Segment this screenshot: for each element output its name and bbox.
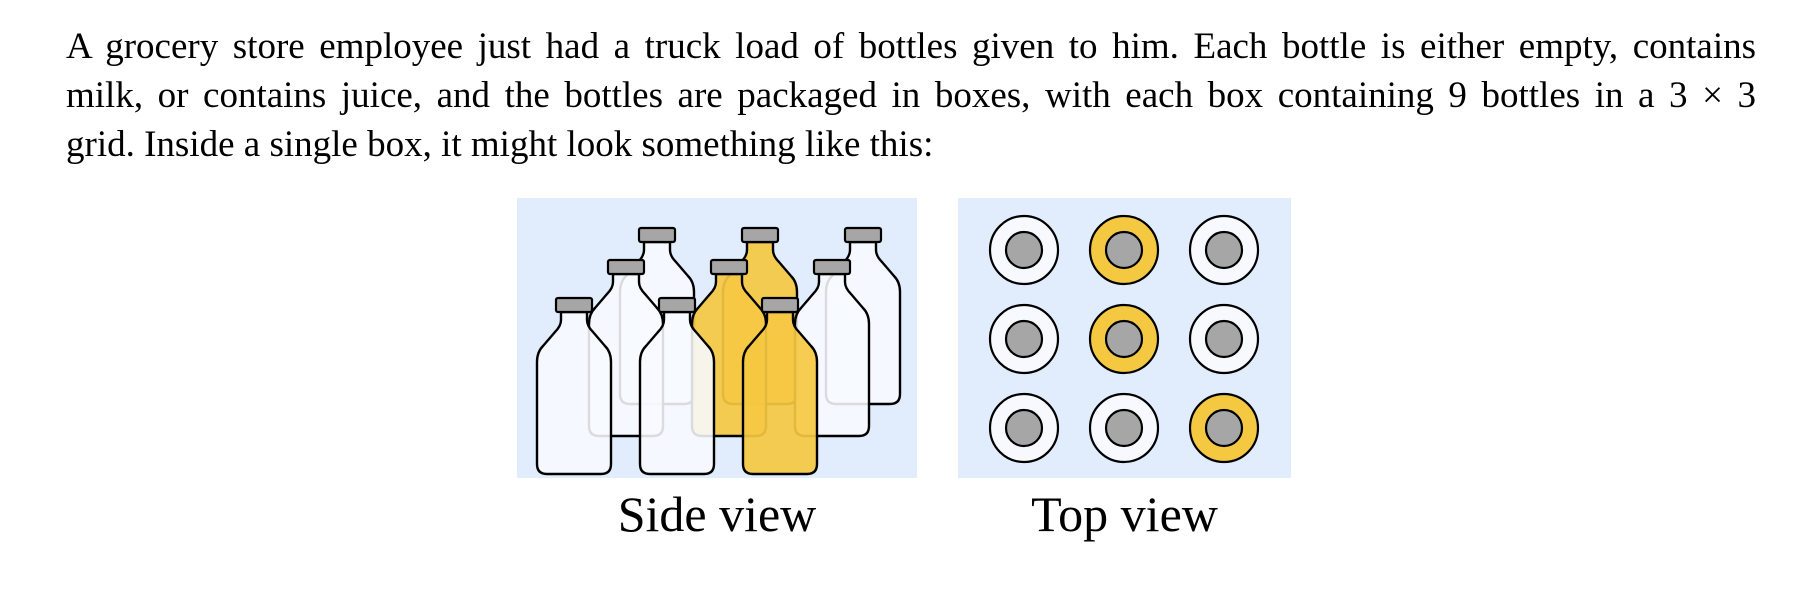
top-view-figure <box>958 198 1291 478</box>
side-view-figure <box>517 198 917 478</box>
top-view-drawing <box>988 214 1260 464</box>
top-view-caption: Top view <box>1031 486 1218 542</box>
bottle-top-icon <box>1188 214 1260 286</box>
bottle-top-icon <box>988 303 1060 375</box>
problem-text-line-1: A grocery store employee just had a truc… <box>66 26 1756 67</box>
bottle-icon <box>638 296 716 476</box>
problem-text-line-2: milk, or contains juice, and the bottles… <box>66 75 1756 116</box>
bottle-top-icon <box>1188 392 1260 464</box>
bottle-top-icon <box>988 392 1060 464</box>
bottle-icon <box>741 296 819 476</box>
side-view-drawing <box>535 226 902 476</box>
bottle-top-icon <box>1188 303 1260 375</box>
problem-text-line-3: grid. Inside a single box, it might look… <box>66 124 934 165</box>
bottle-top-icon <box>1088 303 1160 375</box>
problem-text: A grocery store employee just had a truc… <box>66 22 1756 169</box>
bottle-top-icon <box>1088 214 1160 286</box>
bottle-icon <box>535 296 613 476</box>
bottle-top-icon <box>1088 392 1160 464</box>
side-view-caption: Side view <box>617 486 817 542</box>
bottle-top-icon <box>988 214 1060 286</box>
